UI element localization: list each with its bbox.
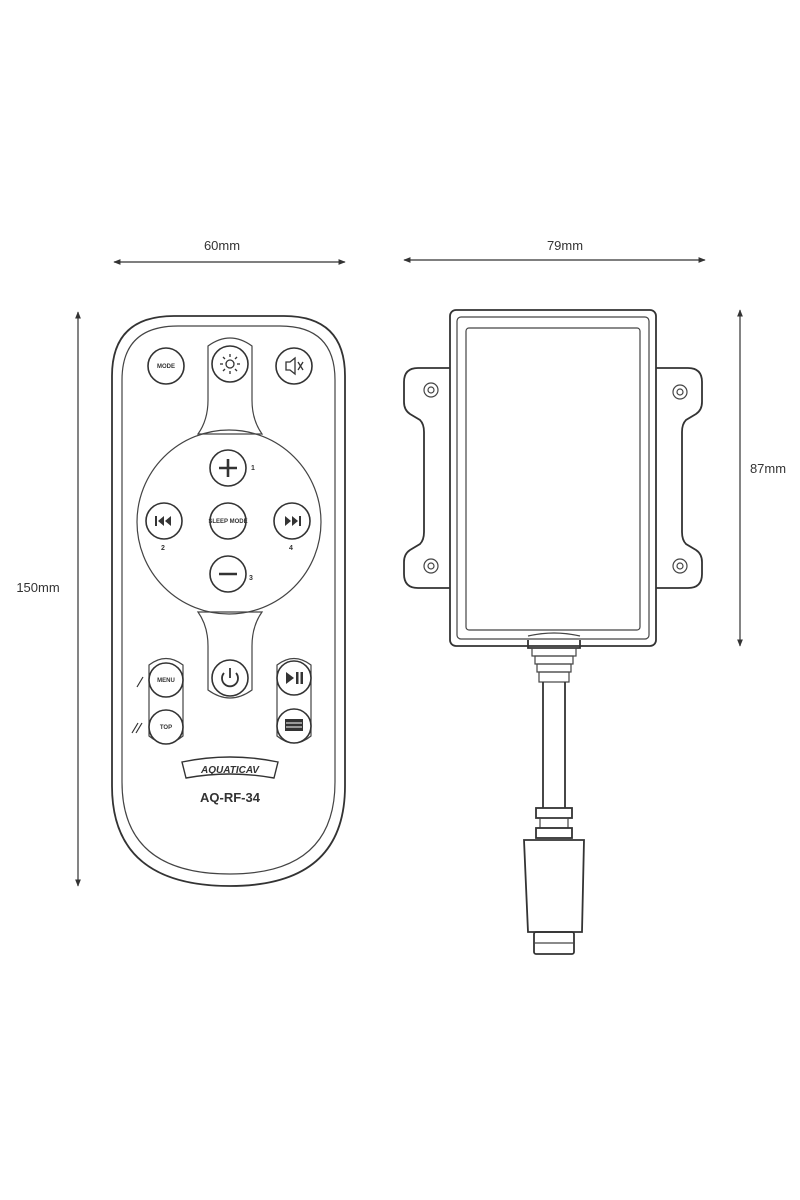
dimension-receiver-height: 87mm	[737, 309, 786, 647]
minus-button-number: 3	[249, 575, 253, 582]
remote-body-inner	[121, 325, 336, 875]
next-button-number: 4	[289, 545, 293, 552]
power-button[interactable]	[211, 659, 249, 697]
dimension-remote-height: 150mm	[16, 311, 81, 887]
cable-connector	[523, 807, 585, 955]
brand-logo-text: AQUATICAV	[200, 765, 260, 776]
mute-button[interactable]	[275, 347, 313, 385]
skip-back-icon	[155, 516, 171, 526]
mode-button[interactable]: MODE	[147, 347, 185, 385]
play-pause-button[interactable]	[276, 660, 312, 696]
dimension-receiver-width: 79mm	[403, 238, 706, 263]
previous-button-number: 2	[161, 545, 165, 552]
right-mounting-flange	[656, 367, 703, 589]
receiver-body-outer	[449, 309, 657, 647]
brand-logo: AQUATICAV	[181, 756, 279, 779]
plus-button[interactable]: 1	[209, 449, 255, 487]
receiver-height-label: 87mm	[750, 461, 786, 476]
previous-button[interactable]: 2	[145, 502, 183, 552]
skip-forward-icon	[285, 516, 301, 526]
left-mounting-flange	[403, 367, 450, 589]
receiver-box	[403, 309, 703, 955]
remote-bottom-stem	[196, 611, 264, 699]
remote-control: MODE 1	[111, 315, 346, 887]
cable-strain-relief	[527, 632, 581, 683]
svg-text:MENU: MENU	[157, 678, 175, 684]
sleep-mode-button[interactable]: SLEEP MODE	[208, 502, 248, 540]
remote-width-label: 60mm	[204, 238, 240, 253]
light-button[interactable]	[211, 345, 249, 383]
dpad-ring	[136, 429, 322, 615]
next-button[interactable]: 4	[273, 502, 311, 552]
svg-text:MODE: MODE	[157, 364, 175, 370]
plus-button-number: 1	[251, 465, 255, 472]
svg-text:TOP: TOP	[160, 725, 172, 731]
sun-icon	[220, 354, 240, 374]
cable	[542, 682, 566, 808]
speaker-mute-icon	[285, 356, 304, 376]
receiver-body-mid	[456, 316, 650, 640]
play-pause-icon	[286, 672, 303, 684]
receiver-width-label: 79mm	[547, 238, 583, 253]
menu-button[interactable]: MENU	[148, 662, 184, 698]
remote-body-outer	[111, 315, 346, 887]
svg-text:SLEEP MODE: SLEEP MODE	[208, 519, 247, 525]
minus-button[interactable]: 3	[209, 555, 253, 593]
dimension-remote-width: 60mm	[113, 238, 346, 265]
slash-marks	[131, 676, 144, 734]
screen-button[interactable]	[276, 708, 312, 744]
power-icon	[221, 668, 239, 688]
remote-height-label: 150mm	[16, 580, 59, 595]
top-button[interactable]: TOP	[148, 709, 184, 745]
receiver-body-inner	[465, 327, 641, 631]
plus-icon	[219, 459, 237, 477]
screen-icon	[285, 719, 303, 731]
remote-top-stem	[196, 337, 264, 435]
model-label: AQ-RF-34	[200, 790, 261, 805]
